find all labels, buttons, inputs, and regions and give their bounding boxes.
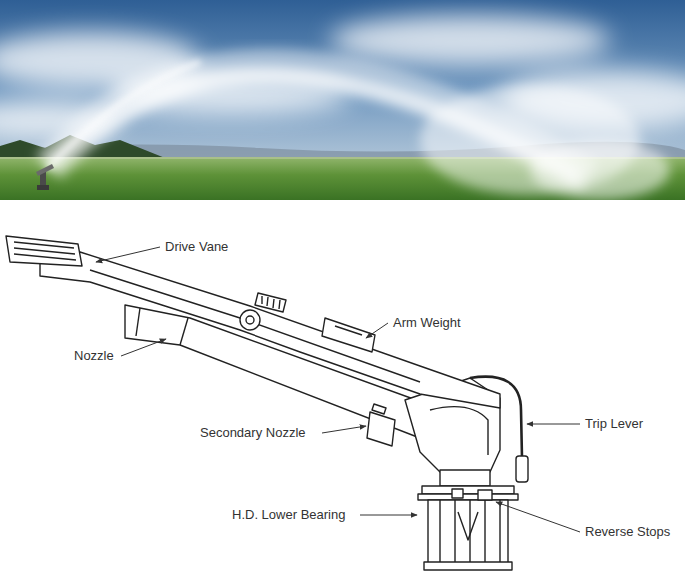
- part-label: Secondary Nozzle: [198, 425, 308, 441]
- part-label: Drive Vane: [163, 239, 230, 255]
- leader-lines: [96, 247, 580, 532]
- sprinkler-head: [36, 164, 54, 190]
- sprinkler-drawing: [6, 236, 528, 570]
- part-label: H.D. Lower Bearing: [230, 507, 347, 523]
- part-label: Arm Weight: [391, 315, 463, 331]
- part-label: Trip Lever: [583, 416, 645, 432]
- part-label: Nozzle: [72, 348, 116, 364]
- part-label: Reverse Stops: [583, 524, 672, 540]
- field-photo: [0, 0, 685, 200]
